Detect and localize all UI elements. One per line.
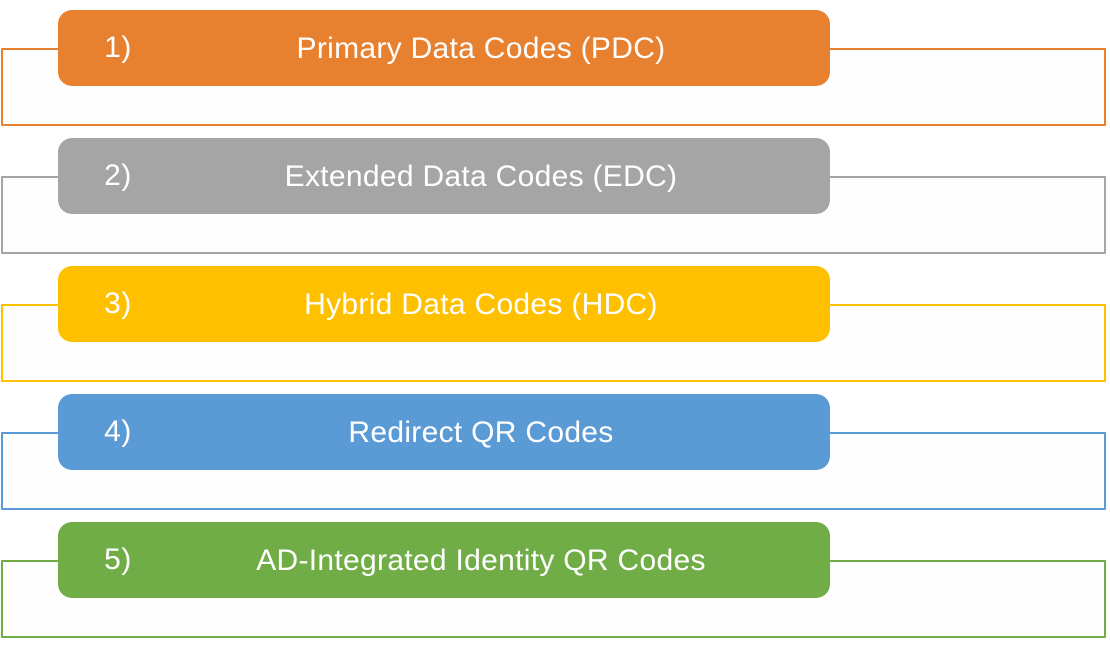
item-label-3: Hybrid Data Codes (HDC) bbox=[304, 287, 658, 321]
item-banner-2[interactable]: 2) Extended Data Codes (EDC) bbox=[58, 138, 830, 214]
item-banner-3[interactable]: 3) Hybrid Data Codes (HDC) bbox=[58, 266, 830, 342]
item-banner-4[interactable]: 4) Redirect QR Codes bbox=[58, 394, 830, 470]
list-item[interactable]: 1) Primary Data Codes (PDC) bbox=[0, 0, 1110, 128]
item-number-5: 5) bbox=[104, 543, 132, 576]
item-number-2: 2) bbox=[104, 159, 132, 192]
item-label-5: AD-Integrated Identity QR Codes bbox=[256, 543, 706, 577]
list-item[interactable]: 4) Redirect QR Codes bbox=[0, 384, 1110, 512]
item-label-2: Extended Data Codes (EDC) bbox=[284, 159, 678, 193]
list-item[interactable]: 5) AD-Integrated Identity QR Codes bbox=[0, 512, 1110, 640]
item-label-4: Redirect QR Codes bbox=[348, 415, 614, 449]
item-number-4: 4) bbox=[104, 415, 132, 448]
item-banner-5[interactable]: 5) AD-Integrated Identity QR Codes bbox=[58, 522, 830, 598]
list-item[interactable]: 2) Extended Data Codes (EDC) bbox=[0, 128, 1110, 256]
item-number-3: 3) bbox=[104, 287, 132, 320]
item-banner-1[interactable]: 1) Primary Data Codes (PDC) bbox=[58, 10, 830, 86]
item-number-1: 1) bbox=[104, 31, 132, 64]
list-item[interactable]: 3) Hybrid Data Codes (HDC) bbox=[0, 256, 1110, 384]
item-label-1: Primary Data Codes (PDC) bbox=[296, 31, 666, 65]
